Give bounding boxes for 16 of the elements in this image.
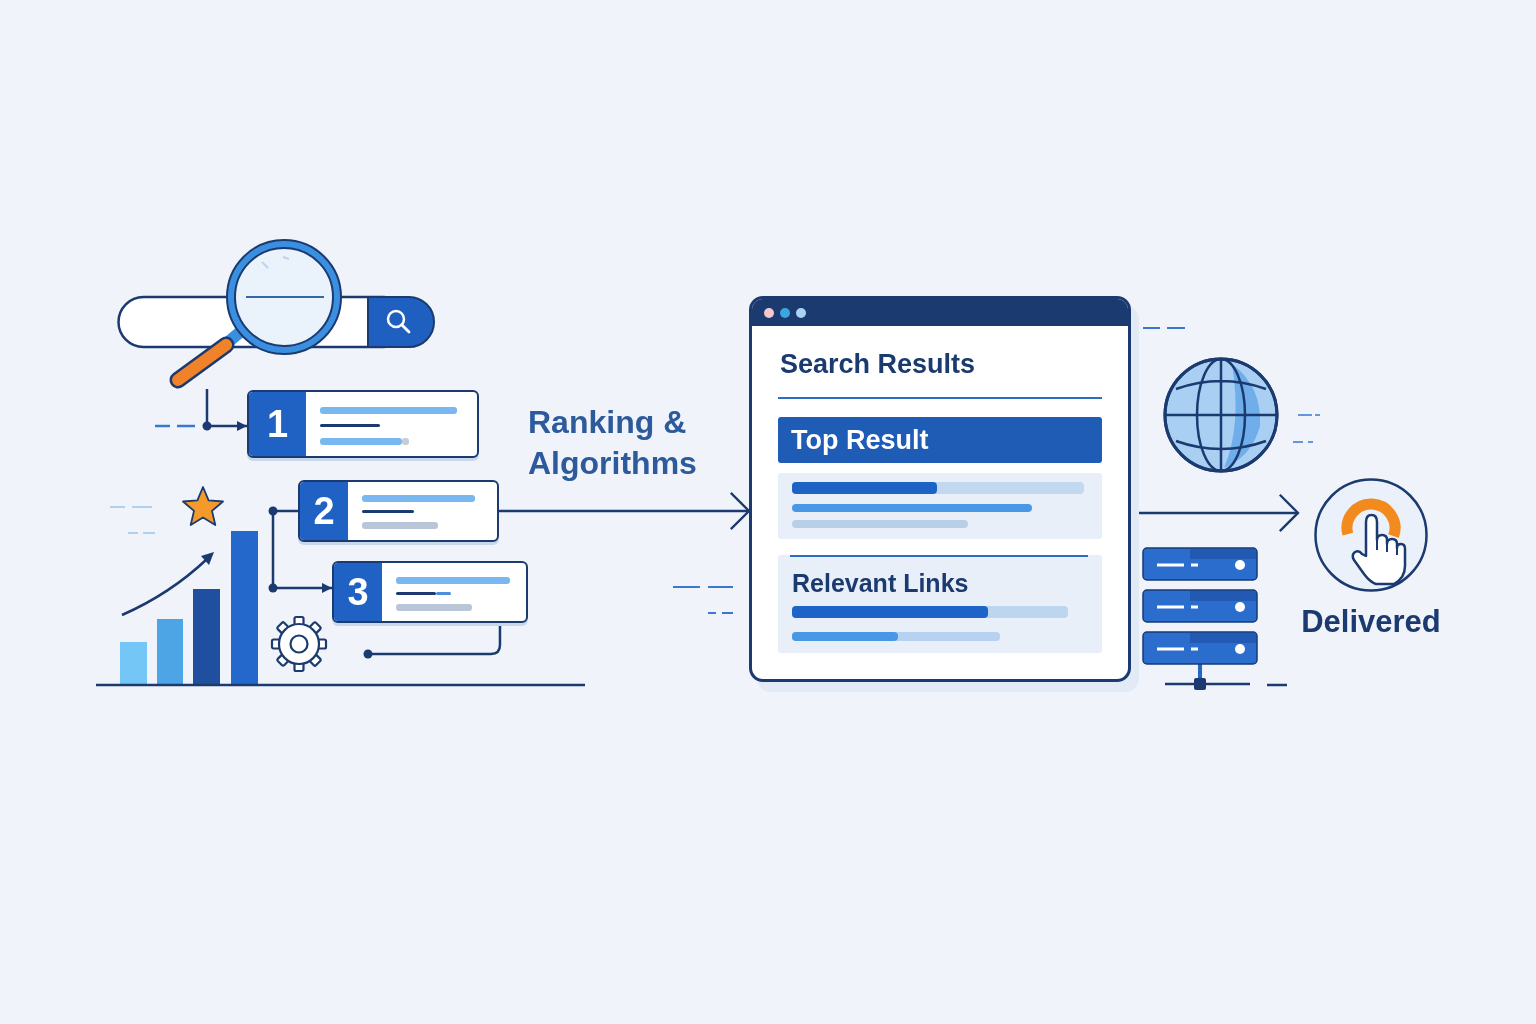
links-panel <box>778 555 1102 653</box>
result-card <box>332 561 528 623</box>
rank-number: 2 <box>300 482 348 540</box>
result-card <box>298 480 499 542</box>
connector-arrow <box>499 491 751 531</box>
connector-arrow <box>202 389 247 431</box>
connector-arrow <box>268 506 332 593</box>
status-label: Delivered <box>1301 604 1441 640</box>
rank-number: 1 <box>249 392 306 456</box>
top-result-banner: Top Result <box>778 417 1102 463</box>
rank-number: 3 <box>334 563 382 621</box>
connector-line <box>363 623 502 659</box>
result-card <box>247 390 479 458</box>
section-heading: Relevant Links <box>792 569 969 598</box>
search-bar-illustration <box>117 238 435 389</box>
window-title: Search Results <box>780 349 976 380</box>
